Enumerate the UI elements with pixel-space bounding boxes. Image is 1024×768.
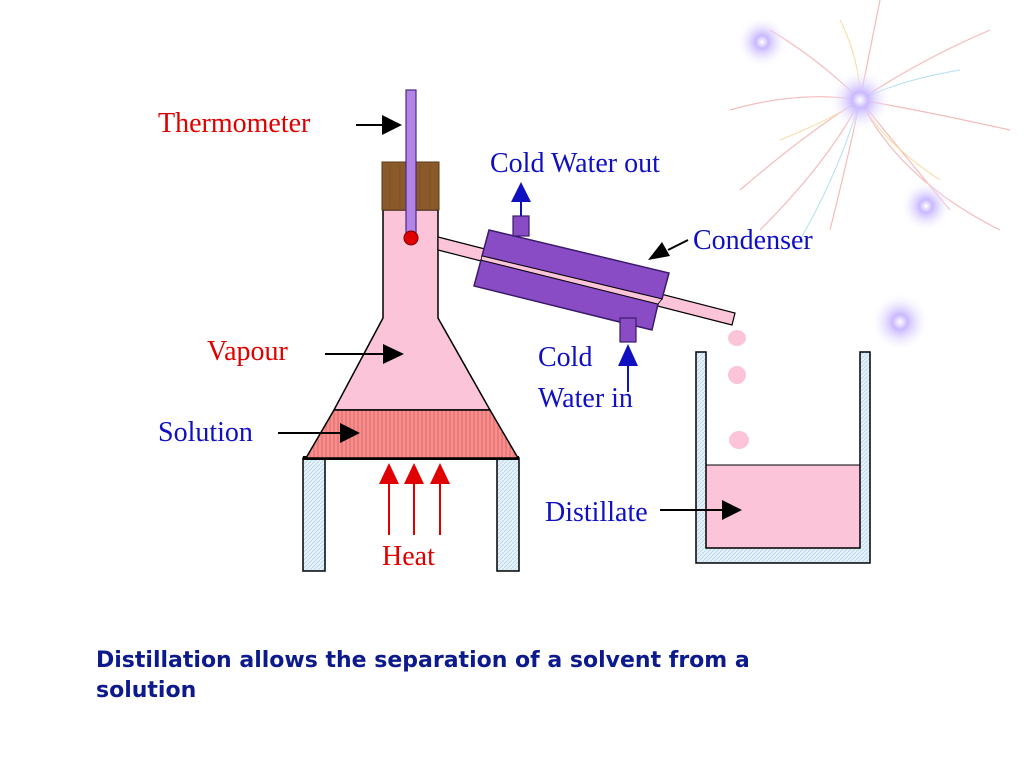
cold-label: Cold xyxy=(538,342,592,373)
condenser xyxy=(473,215,670,343)
stand-leg-left xyxy=(302,457,326,572)
thermometer-label: Thermometer xyxy=(158,108,311,139)
water-in-label: Water in xyxy=(538,383,633,414)
beaker xyxy=(695,351,871,564)
cold-water-out-label: Cold Water out xyxy=(490,148,660,179)
cold-water-in-arrow xyxy=(618,344,638,392)
caption-line-2: solution xyxy=(96,678,197,703)
thermometer-pointer xyxy=(356,115,402,135)
heat-arrows xyxy=(379,463,450,535)
vapour-pointer xyxy=(325,344,404,364)
heat-label: Heat xyxy=(382,541,435,572)
thermometer-bulb xyxy=(403,230,419,246)
droplet xyxy=(729,431,749,449)
slide-caption: Distillation allows the separation of a … xyxy=(96,646,896,706)
thermometer xyxy=(405,89,417,237)
distillate-label: Distillate xyxy=(545,497,648,528)
droplet xyxy=(728,366,746,384)
solution-pointer xyxy=(278,423,360,443)
distillate-pointer xyxy=(660,500,742,520)
flask-solution xyxy=(304,409,520,459)
condenser-label: Condenser xyxy=(693,225,813,256)
vapour-label: Vapour xyxy=(207,336,289,367)
condenser-pointer xyxy=(648,239,689,260)
firework-decoration xyxy=(729,0,1011,352)
solution-label: Solution xyxy=(158,417,253,448)
stand-leg-right xyxy=(496,457,520,572)
droplet xyxy=(728,330,746,346)
cold-water-out-arrow xyxy=(511,182,531,216)
caption-line-1: Distillation allows the separation of a … xyxy=(96,648,750,673)
